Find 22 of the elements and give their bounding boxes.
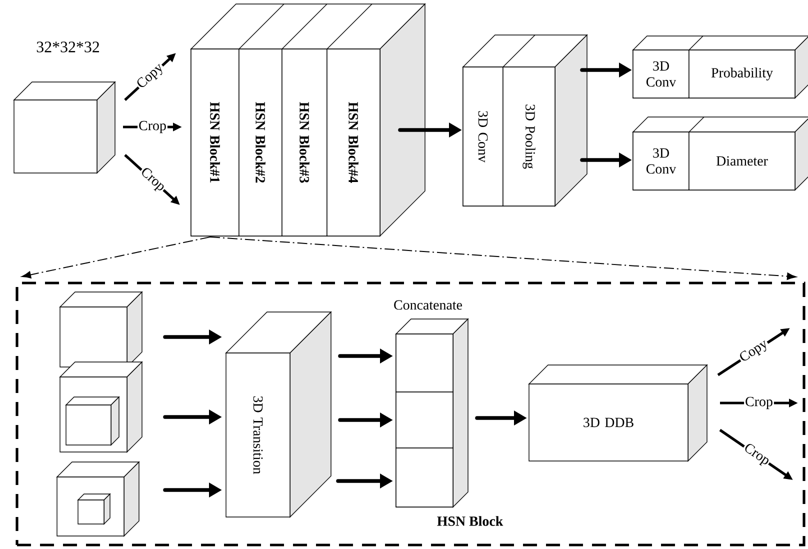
dash-dot-arrow — [210, 236, 796, 280]
edge-label: Copy — [134, 60, 168, 93]
edge-label: Crop — [740, 440, 773, 470]
block-slice: HSN Block#3 — [282, 48, 328, 236]
block-segment: Probability — [688, 50, 796, 98]
node-label: Concatenate — [394, 300, 462, 310]
layer-slice: 3D Conv — [462, 66, 504, 206]
block-segment: 3D Conv — [632, 132, 690, 190]
block-slice: HSN Block#4 — [326, 48, 380, 236]
block-segment: 3D Conv — [632, 50, 690, 98]
edge-label: Crop — [744, 396, 774, 410]
stack-cell — [396, 448, 454, 508]
block-slice: HSN Block#2 — [238, 48, 282, 236]
edge-label: Crop — [136, 164, 168, 196]
block-slice: HSN Block#1 — [190, 48, 240, 236]
dash-dot-arrow — [22, 236, 210, 278]
edge-label: Copy — [736, 336, 772, 366]
layer-slice: 3D Pooling — [502, 66, 556, 206]
stack-cell — [396, 392, 454, 448]
edge-label: Crop — [138, 120, 168, 134]
node-label: 32*32*32 — [36, 42, 100, 52]
block-segment: Diameter — [688, 132, 796, 190]
